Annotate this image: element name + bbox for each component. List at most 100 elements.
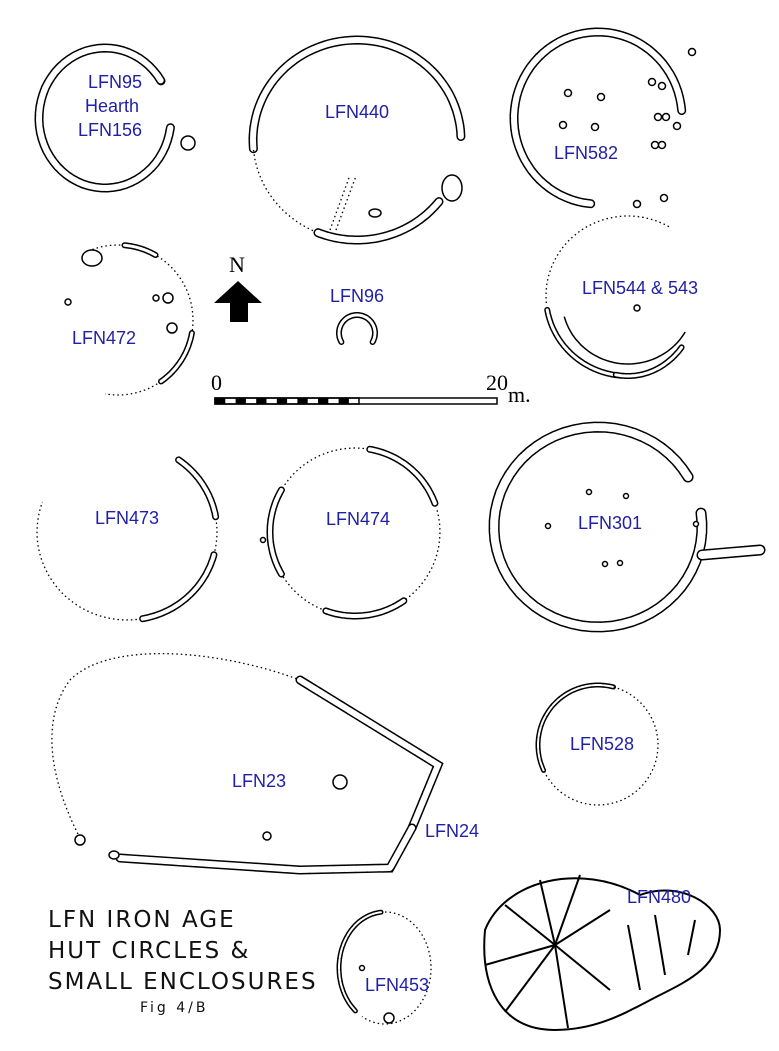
ring-lfn473-seg-1-fill — [176, 457, 218, 519]
posthole-lfn440-blob — [441, 174, 463, 202]
posthole — [358, 964, 366, 972]
scale-end-label: 20 — [486, 370, 508, 395]
scale-bar-segment — [215, 398, 226, 404]
radial-division — [627, 924, 641, 991]
ring-lfn543 — [563, 316, 686, 365]
posthole — [259, 536, 267, 544]
ring-lfn472-seg-2 — [158, 330, 195, 385]
scale-bar-segment — [256, 398, 267, 404]
ring-lfn544-a-fill — [545, 308, 623, 378]
figure-number: Fig 4/B — [140, 1000, 209, 1016]
posthole — [659, 193, 669, 203]
ring-lfn472-seg-2-fill — [159, 331, 194, 383]
posthole — [616, 559, 624, 567]
ring-lfn474-dotted — [269, 447, 441, 617]
posthole — [647, 77, 657, 87]
posthole — [166, 322, 178, 334]
ring-lfn440-south-fill — [315, 198, 442, 243]
label-lfn24: LFN24 — [424, 821, 480, 841]
posthole — [108, 850, 120, 860]
ring-lfn301-fill — [490, 423, 706, 631]
posthole — [544, 522, 552, 530]
ring-lfn472-dotted — [92, 244, 194, 396]
ring-lfn453-fill — [338, 911, 382, 1012]
enclosure-lfn480 — [483, 877, 722, 1032]
posthole — [563, 88, 573, 98]
scale-start-label: 0 — [211, 370, 222, 395]
scale-bar-left — [214, 397, 360, 405]
scale-bar-segment — [318, 398, 329, 404]
ring-lfn528 — [535, 682, 616, 773]
ring-lfn473-seg-2 — [139, 551, 218, 623]
posthole — [650, 140, 660, 150]
label-lfn301: LFN301 — [577, 513, 643, 533]
ring-lfn582-fill — [510, 28, 685, 207]
label-lfn156: LFN156 — [77, 120, 143, 140]
line-lfn440-inner — [329, 174, 351, 231]
figure-title: LFN IRON AGE HUT CIRCLES & SMALL ENCLOSU… — [48, 905, 318, 998]
radial-division — [554, 944, 569, 1029]
posthole — [558, 120, 568, 130]
posthole — [585, 488, 593, 496]
label-lfn440: LFN440 — [324, 102, 390, 122]
label-lfn453: LFN453 — [364, 975, 430, 995]
ring-lfn96-fill — [337, 313, 377, 344]
posthole — [692, 520, 700, 528]
label-lfn474: LFN474 — [325, 509, 391, 529]
scale-bar-segment — [297, 398, 308, 404]
label-lfn544-543: LFN544 & 543 — [581, 278, 699, 298]
scale-bar-segment — [276, 398, 288, 404]
posthole — [81, 249, 103, 267]
posthole — [590, 122, 600, 132]
posthole — [672, 121, 682, 131]
radial-division — [554, 874, 581, 946]
north-arrow-icon — [214, 281, 262, 322]
posthole — [162, 292, 174, 304]
ring-lfn474-seg-3-fill — [268, 488, 284, 576]
title-line-1: LFN IRON AGE — [48, 907, 236, 933]
scale-bar-segment — [235, 398, 246, 404]
radial-division — [504, 944, 556, 1013]
radial-division — [539, 879, 556, 946]
radial-division — [504, 904, 556, 946]
posthole — [653, 112, 663, 122]
posthole — [368, 208, 382, 218]
enclosure-lfn23-wall-fill — [297, 677, 442, 831]
posthole — [74, 834, 86, 846]
channel-lfn301-fill — [698, 546, 764, 559]
label-lfn582: LFN582 — [553, 143, 619, 163]
ring-lfn473-seg-1 — [175, 456, 220, 521]
ring-lfn453-dotted — [361, 911, 432, 1025]
label-lfn472: LFN472 — [71, 328, 137, 348]
enclosure-lfn24-wall-fill — [117, 825, 415, 874]
label-lfn96: LFN96 — [329, 286, 385, 306]
north-label: N — [229, 252, 245, 277]
label-lfn95: LFN95 — [87, 72, 143, 92]
ring-lfn474-seg-1 — [366, 445, 439, 507]
scale-bar-segment — [338, 398, 349, 404]
ring-lfn528-fill — [537, 684, 615, 772]
posthole — [622, 492, 630, 500]
posthole-lfn156 — [180, 135, 196, 151]
label-lfn528: LFN528 — [569, 734, 635, 754]
radial-division — [654, 914, 666, 976]
ring-lfn474-seg-2-fill — [323, 598, 406, 618]
ring-lfn474-seg-1-fill — [367, 447, 437, 506]
line-lfn440-inner-2 — [335, 175, 357, 231]
posthole — [687, 47, 697, 57]
ring-lfn473-seg-2-fill — [140, 552, 216, 621]
posthole — [152, 294, 160, 302]
label-hearth: Hearth — [84, 96, 140, 116]
enclosure-lfn23-dotted — [51, 653, 301, 839]
radial-division — [687, 919, 696, 956]
posthole — [332, 774, 348, 790]
scale-unit-label: m. — [508, 382, 531, 407]
ring-lfn440-north-fill — [249, 36, 464, 152]
ring-lfn544-a — [544, 306, 624, 379]
radial-division — [484, 944, 556, 966]
posthole — [596, 92, 606, 102]
label-lfn23: LFN23 — [231, 771, 287, 791]
label-lfn473: LFN473 — [94, 508, 160, 528]
ring-lfn472-seg-1-fill — [123, 243, 157, 257]
